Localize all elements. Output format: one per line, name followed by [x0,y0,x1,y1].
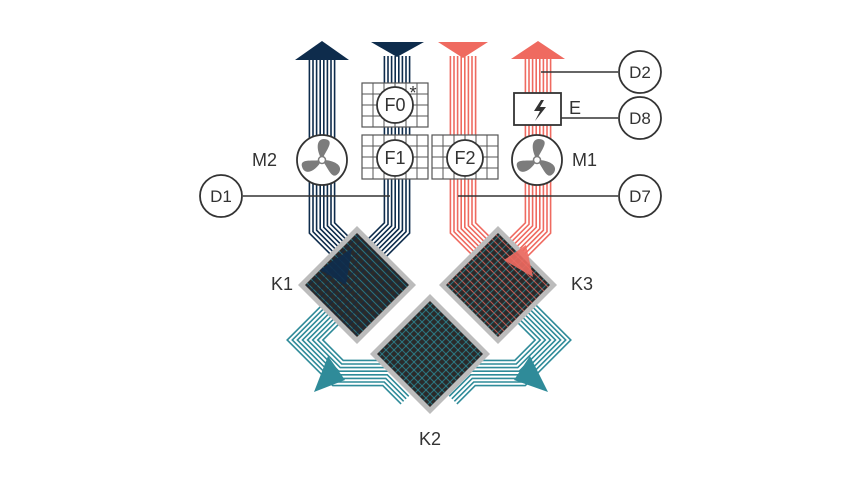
fan-m1: M1 [511,134,597,186]
exhaust-arrow-left-icon [295,41,349,60]
filter-f0: F0* [361,82,429,128]
filter-f2: F2 [431,134,499,180]
fan-m2: M2 [252,134,348,186]
callout-d7-label: D7 [629,187,651,206]
filter-f2-label: F2 [454,148,475,168]
callout-d7: D7 [618,174,662,218]
lightning-icon [534,100,546,121]
filter-f1-label: F1 [384,148,405,168]
electric-heater: E [513,92,581,126]
fan-m2-label: M2 [252,150,277,170]
exhaust-arrow-right-icon [371,42,424,57]
filter-f0-label: F0 [384,95,405,115]
filter-f0-mark: * [409,83,416,103]
callout-d1-label: D1 [210,187,232,206]
fan-m1-label: M1 [572,150,597,170]
loop-arrow-left-icon [314,356,345,392]
exchanger-k1-label: K1 [271,274,293,294]
fan-icon [301,139,341,176]
callout-d8: D8 [618,96,662,140]
callout-d2-label: D2 [629,63,651,82]
heater-label: E [569,98,581,118]
fan-icon [516,139,556,176]
supply-arrow-right-icon [511,41,565,59]
callout-d1: D1 [199,174,243,218]
exchanger-k2-label: K2 [419,429,441,449]
loop-arrow-right-icon [514,356,548,392]
callout-d8-label: D8 [629,109,651,128]
filter-f1: F1 [361,134,429,180]
callout-d2: D2 [618,50,662,94]
supply-arrow-left-icon [438,42,488,58]
exchanger-k3-label: K3 [571,274,593,294]
